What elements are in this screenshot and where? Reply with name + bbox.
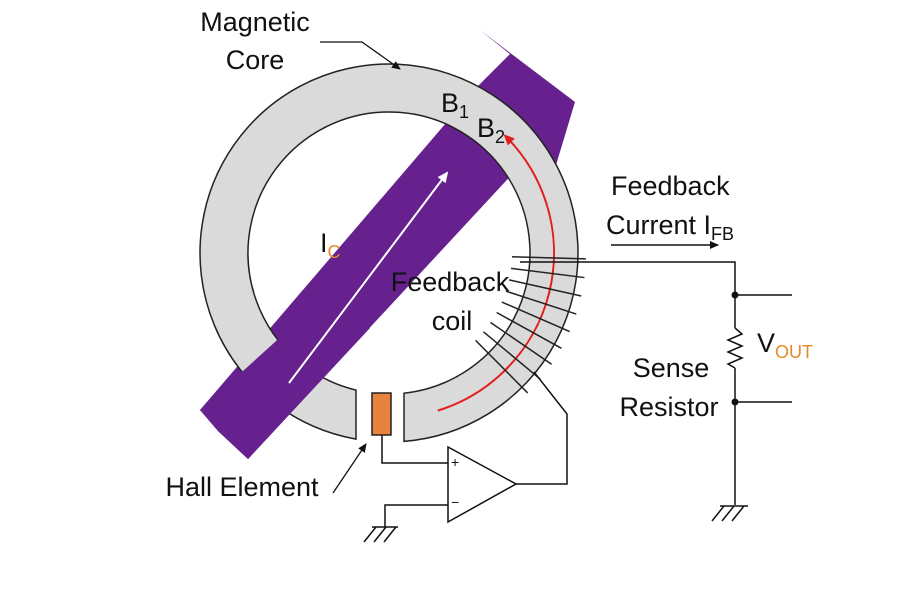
b2-label: B2 xyxy=(477,113,505,147)
resistor-zigzag xyxy=(726,327,744,369)
op-amp xyxy=(447,445,518,524)
flux-direction-arrow xyxy=(437,134,555,412)
hall-element-leader xyxy=(332,443,367,494)
opamp-plus-sign: + xyxy=(451,454,459,470)
coil-turn xyxy=(496,311,562,349)
hall-element xyxy=(371,392,392,436)
coil-turn xyxy=(510,267,585,279)
junction-dot-top xyxy=(731,291,739,299)
sense-resistor xyxy=(726,294,792,505)
ground-symbol-left xyxy=(363,526,398,543)
coil-turn xyxy=(490,321,553,365)
feedback-current-label-line1: Feedback xyxy=(611,171,730,201)
coil-turn xyxy=(508,279,582,297)
coil-turn xyxy=(475,339,529,394)
coil-turn xyxy=(511,255,586,260)
b1-label: B1 xyxy=(441,88,469,122)
magnetic-core-label-line2: Core xyxy=(226,45,285,75)
magnetic-core-leader xyxy=(320,41,401,70)
core-ring xyxy=(199,63,579,443)
opamp-output-wire xyxy=(516,371,568,485)
sense-resistor-label-line1: Sense xyxy=(633,353,710,383)
hall-element-label: Hall Element xyxy=(165,472,319,502)
current-direction-arrow xyxy=(288,171,449,384)
feedback-wire xyxy=(520,261,736,295)
opamp-minus-wire xyxy=(384,504,448,527)
sense-resistor-label-line2: Resistor xyxy=(619,392,718,422)
feedback-coil-label-line1: Feedback xyxy=(391,267,510,297)
magnetic-core-label-line1: Magnetic xyxy=(200,7,310,37)
coil-turn xyxy=(501,301,570,333)
hall-to-opamp-wire xyxy=(381,435,448,464)
ground-symbol-right xyxy=(711,505,748,522)
ic-label: IC xyxy=(320,228,341,262)
junction-dot-bottom xyxy=(731,398,739,406)
coil-turn xyxy=(482,331,541,380)
vout-label: VOUT xyxy=(757,328,813,362)
feedback-coil-label-line2: coil xyxy=(432,306,473,336)
magnetic-core xyxy=(199,63,579,443)
feedback-coil-windings xyxy=(475,255,586,394)
coil-turn xyxy=(505,290,577,315)
opamp-minus-sign: − xyxy=(451,494,459,510)
feedback-current-label-line2: Current IFB xyxy=(606,210,734,244)
conductor-lower-segment xyxy=(218,300,370,459)
